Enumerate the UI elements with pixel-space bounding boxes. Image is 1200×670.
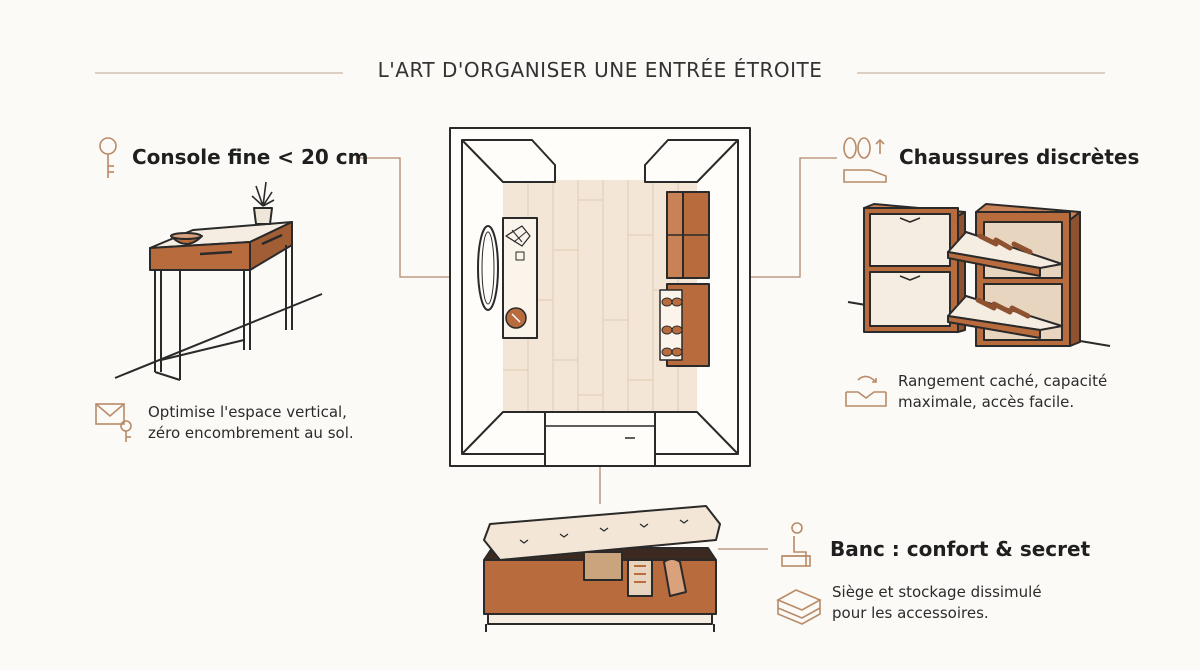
shoes-desc-line-1: Rangement caché, capacité bbox=[898, 372, 1108, 390]
bench-desc-line-1: Siège et stockage dissimulé bbox=[832, 583, 1042, 601]
bench-desc-line-2: pour les accessoires. bbox=[832, 604, 989, 622]
folded-textile-icon bbox=[776, 589, 822, 625]
seated-person-icon bbox=[781, 522, 811, 567]
console-desc-line-2: zéro encombrement au sol. bbox=[148, 424, 354, 442]
envelope-keys-icon bbox=[95, 403, 132, 442]
page-title: L'ART D'ORGANISER UNE ENTRÉE ÉTROITE bbox=[373, 58, 827, 82]
bench-description: Siège et stockage dissimulé pour les acc… bbox=[832, 582, 1042, 624]
shoes-icon bbox=[843, 137, 887, 183]
console-description: Optimise l'espace vertical, zéro encombr… bbox=[148, 402, 354, 444]
shoes-description: Rangement caché, capacité maximale, accè… bbox=[898, 371, 1107, 413]
floor-plan bbox=[449, 127, 751, 467]
title-container: L'ART D'ORGANISER UNE ENTRÉE ÉTROITE bbox=[0, 58, 1200, 82]
shoes-desc-line-2: maximale, accès facile. bbox=[898, 393, 1075, 411]
console-illustration bbox=[114, 181, 323, 381]
console-desc-line-1: Optimise l'espace vertical, bbox=[148, 403, 347, 421]
console-heading: Console fine < 20 cm bbox=[132, 145, 369, 169]
shoes-heading: Chaussures discrètes bbox=[899, 145, 1140, 169]
bench-illustration bbox=[483, 505, 721, 632]
hidden-box-icon bbox=[845, 375, 887, 407]
bench-heading: Banc : confort & secret bbox=[830, 537, 1091, 561]
connector-lines bbox=[358, 157, 837, 550]
key-icon bbox=[99, 137, 117, 178]
shoe-cabinets-illustration bbox=[847, 203, 1111, 347]
